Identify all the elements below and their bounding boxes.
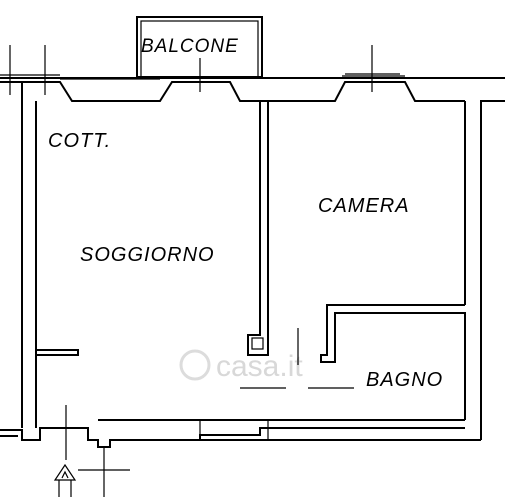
label-bathroom: BAGNO xyxy=(366,369,443,391)
label-balcony: BALCONE xyxy=(141,36,239,57)
entrance-arrow-icon xyxy=(53,463,77,497)
bottom-wall xyxy=(0,419,481,448)
right-wall xyxy=(464,100,505,440)
watermark: casa.it xyxy=(179,349,303,383)
partition-living-bedroom xyxy=(247,101,299,365)
label-bedroom: CAMERA xyxy=(318,195,410,217)
bathroom-walls xyxy=(240,304,466,420)
label-kitchenette: COTT. xyxy=(48,130,111,152)
label-living: SOGGIORNO xyxy=(80,244,215,266)
top-wall xyxy=(0,75,505,102)
crosshair-markers xyxy=(0,45,400,497)
left-wall xyxy=(21,82,79,428)
